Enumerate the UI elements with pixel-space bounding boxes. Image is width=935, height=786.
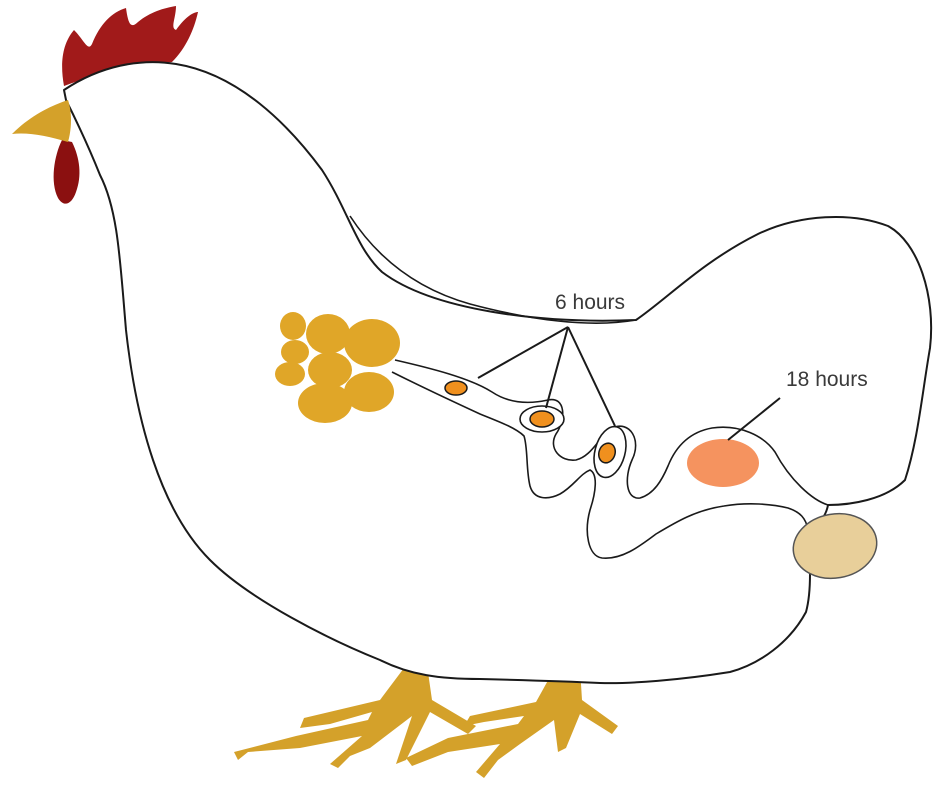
ovary-follicle xyxy=(275,362,305,386)
label-18-hours: 18 hours xyxy=(786,368,868,391)
ovary-follicle xyxy=(281,340,309,364)
shell-forming-egg xyxy=(687,439,759,487)
label-6-hours: 6 hours xyxy=(555,291,625,314)
hen-feet xyxy=(234,666,618,778)
yolk-1 xyxy=(445,381,467,395)
wattle xyxy=(54,140,80,204)
ovary-follicle xyxy=(306,314,350,354)
ovary-follicle xyxy=(280,312,306,340)
ovary-follicle xyxy=(308,352,352,388)
ovary-follicle xyxy=(298,383,352,423)
beak xyxy=(12,100,71,142)
ovary-follicle xyxy=(344,319,400,367)
ovary-follicle xyxy=(344,372,394,412)
yolk-2 xyxy=(530,411,554,427)
